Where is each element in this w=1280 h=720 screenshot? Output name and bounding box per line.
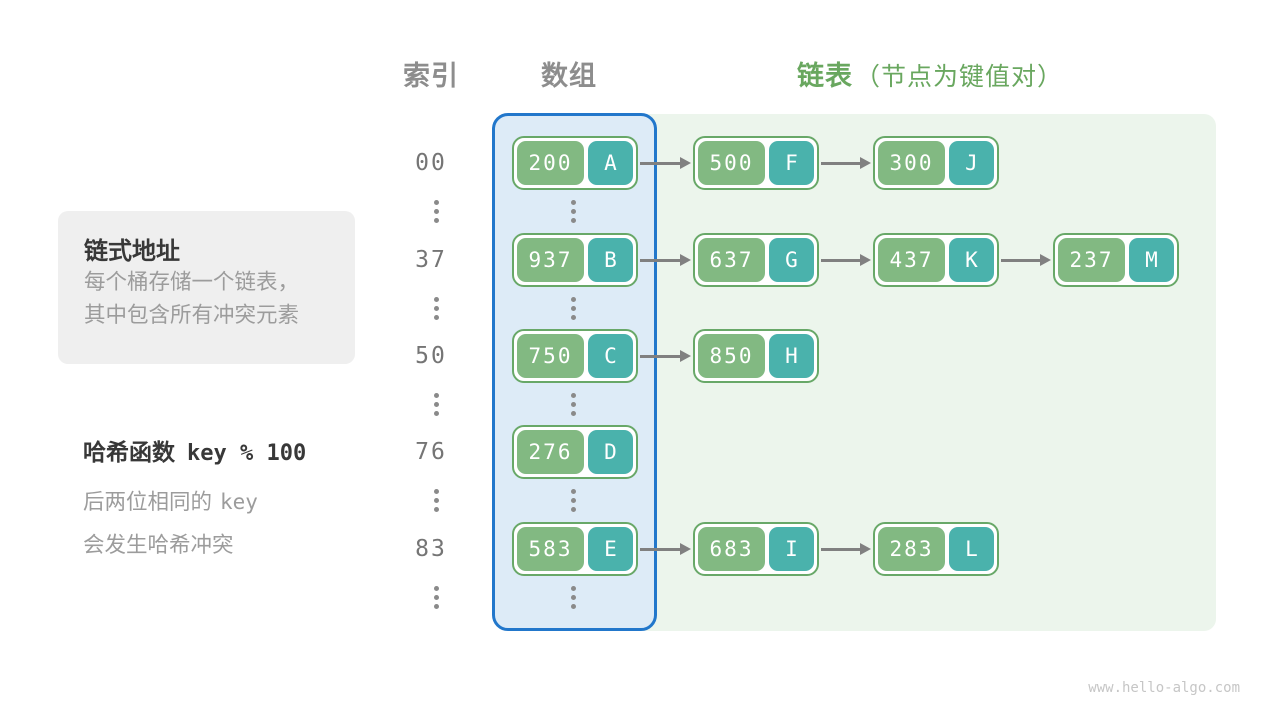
node-value: B <box>588 238 633 282</box>
ellipsis-icon <box>571 489 576 512</box>
bucket-index-76: 76 <box>415 439 447 465</box>
column-header-list-title: 链表 <box>797 61 853 91</box>
node-key: 937 <box>517 238 584 282</box>
ellipsis-icon <box>434 393 439 416</box>
arrow-right-icon <box>821 253 871 267</box>
node-key: 276 <box>517 430 584 474</box>
node-key: 283 <box>878 527 945 571</box>
node-value: I <box>769 527 814 571</box>
hash-note-line: 会发生哈希冲突 <box>83 533 234 557</box>
node-key: 683 <box>698 527 765 571</box>
arrow-right-icon <box>1001 253 1051 267</box>
node-key: 750 <box>517 334 584 378</box>
chaining-note-line: 其中包含所有冲突元素 <box>84 303 300 327</box>
node-value: M <box>1129 238 1174 282</box>
node-value: G <box>769 238 814 282</box>
node-key: 850 <box>698 334 765 378</box>
node-value: H <box>769 334 814 378</box>
column-header-index: 索引 <box>403 61 459 91</box>
ellipsis-icon <box>571 586 576 609</box>
ellipsis-icon <box>434 200 439 223</box>
node-key: 200 <box>517 141 584 185</box>
ellipsis-icon <box>434 586 439 609</box>
chaining-note-line: 每个桶存储一个链表， <box>84 270 300 294</box>
column-header-list-note: （节点为键值对） <box>855 63 1064 91</box>
watermark: www.hello-algo.com <box>1088 680 1240 696</box>
ellipsis-icon <box>434 489 439 512</box>
node-key: 237 <box>1058 238 1125 282</box>
hash-function-code: key % 100 <box>187 441 307 466</box>
arrow-right-icon <box>821 542 871 556</box>
node-value: D <box>588 430 633 474</box>
column-header-list: 链表（节点为键值对） <box>797 54 1063 93</box>
ellipsis-icon <box>571 200 576 223</box>
node-key: 437 <box>878 238 945 282</box>
node-value: A <box>588 141 633 185</box>
bucket-index-37: 37 <box>415 247 447 273</box>
arrow-right-icon <box>821 156 871 170</box>
arrow-right-icon <box>640 156 691 170</box>
key-code: key <box>220 490 258 514</box>
node-key: 300 <box>878 141 945 185</box>
ellipsis-icon <box>434 297 439 320</box>
node-key: 637 <box>698 238 765 282</box>
arrow-right-icon <box>640 253 691 267</box>
node-key: 583 <box>517 527 584 571</box>
chaining-note-title: 链式地址 <box>84 238 180 265</box>
column-header-array: 数组 <box>541 61 597 91</box>
node-value: F <box>769 141 814 185</box>
node-value: K <box>949 238 994 282</box>
bucket-index-83: 83 <box>415 536 447 562</box>
chaining-note-box: 链式地址 每个桶存储一个链表， 其中包含所有冲突元素 <box>58 211 355 364</box>
ellipsis-icon <box>571 297 576 320</box>
bucket-index-00: 00 <box>415 150 447 176</box>
arrow-right-icon <box>640 542 691 556</box>
arrow-right-icon <box>640 349 691 363</box>
node-value: L <box>949 527 994 571</box>
node-key: 500 <box>698 141 765 185</box>
node-value: C <box>588 334 633 378</box>
node-value: E <box>588 527 633 571</box>
bucket-index-50: 50 <box>415 343 447 369</box>
ellipsis-icon <box>571 393 576 416</box>
node-value: J <box>949 141 994 185</box>
